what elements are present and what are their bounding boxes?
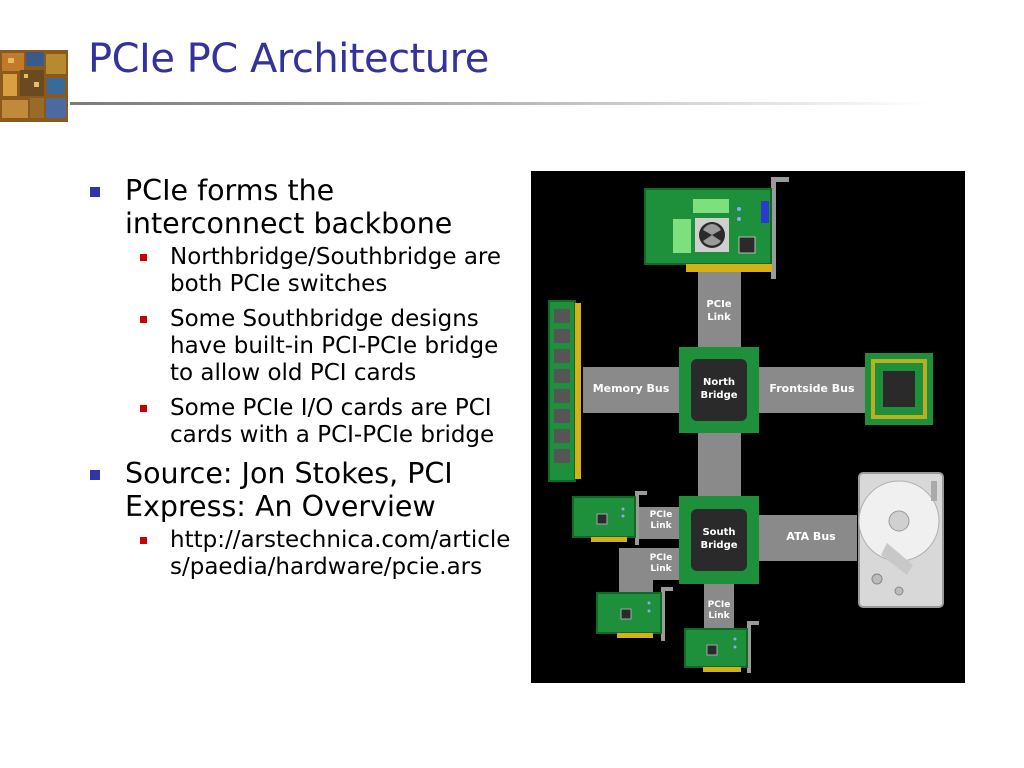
pcie-link-label-bottom-line-1: PCIe [708, 600, 731, 610]
square-bullet-icon [140, 316, 147, 323]
sub-bullet-text: Some Southbridge designs have built-in P… [170, 306, 499, 386]
source-url-text: http://arstechnica.com/articles/paedia/h… [170, 527, 511, 580]
ata-bus [759, 515, 857, 561]
square-bullet-icon [90, 470, 100, 480]
square-bullet-icon [140, 254, 147, 261]
pcie-link-label-bottom-line-2: Link [708, 611, 730, 621]
south-bridge-label-line-2: Bridge [700, 540, 737, 551]
pcie-link-sb-left-upper-bus [639, 507, 681, 539]
pcie-link-top-bus [698, 271, 741, 349]
memory-bus-label: Memory Bus [593, 382, 670, 395]
north-bridge-label-line-1: North [703, 377, 735, 388]
sub-bullet-item: http://arstechnica.com/articles/paedia/h… [125, 527, 513, 581]
pcie-io-card-2 [596, 587, 673, 641]
pcie-link-sb-left-lower-drop [619, 548, 653, 594]
nb-sb-link-bus [698, 433, 741, 499]
pcie-link-label-top-line-1: PCIe [706, 299, 731, 310]
chip-die-logo [0, 50, 68, 122]
bullet-item: Source: Jon Stokes, PCI Express: An Over… [88, 457, 513, 581]
pcie-link-label-sb-upper-line-2: Link [650, 521, 672, 531]
square-bullet-icon [140, 405, 147, 412]
title-divider [70, 102, 930, 105]
pcie-io-card-3 [684, 621, 759, 673]
square-bullet-icon [140, 537, 147, 544]
sub-bullet-item: Some PCIe I/O cards are PCI cards with a… [125, 395, 513, 449]
frontside-bus-label: Frontside Bus [769, 382, 855, 395]
sub-bullet-item: Some Southbridge designs have built-in P… [125, 306, 513, 387]
graphics-card [644, 177, 789, 279]
memory-module [548, 300, 581, 482]
hard-drive [858, 472, 944, 608]
bullet-text: Source: Jon Stokes, PCI Express: An Over… [125, 457, 453, 523]
pcie-link-label-sb-lower-line-1: PCIe [650, 553, 673, 563]
sub-bullet-list: Northbridge/Southbridge are both PCIe sw… [125, 244, 513, 449]
ata-bus-label: ATA Bus [786, 530, 836, 543]
sub-bullet-item: Northbridge/Southbridge are both PCIe sw… [125, 244, 513, 298]
frontside-bus [759, 367, 865, 413]
sub-bullet-list: http://arstechnica.com/articles/paedia/h… [125, 527, 513, 581]
memory-bus [583, 367, 681, 413]
bullet-item: PCIe forms the interconnect backbone Nor… [88, 174, 513, 449]
cpu-chip [865, 353, 933, 425]
north-bridge-label-line-2: Bridge [700, 390, 737, 401]
pcie-link-label-sb-lower-line-2: Link [650, 564, 672, 574]
slide-title: PCIe PC Architecture [88, 36, 489, 82]
square-bullet-icon [90, 187, 100, 197]
bullet-text: PCIe forms the interconnect backbone [125, 174, 453, 240]
south-bridge-label-line-1: South [702, 527, 735, 538]
pcie-link-label-sb-upper-line-1: PCIe [650, 510, 673, 520]
pcie-io-card-1 [572, 491, 647, 545]
bullet-list: PCIe forms the interconnect backbone Nor… [88, 174, 513, 589]
pcie-link-label-top-line-2: Link [707, 312, 731, 323]
sub-bullet-text: Some PCIe I/O cards are PCI cards with a… [170, 395, 495, 448]
sub-bullet-text: Northbridge/Southbridge are both PCIe sw… [170, 244, 502, 297]
